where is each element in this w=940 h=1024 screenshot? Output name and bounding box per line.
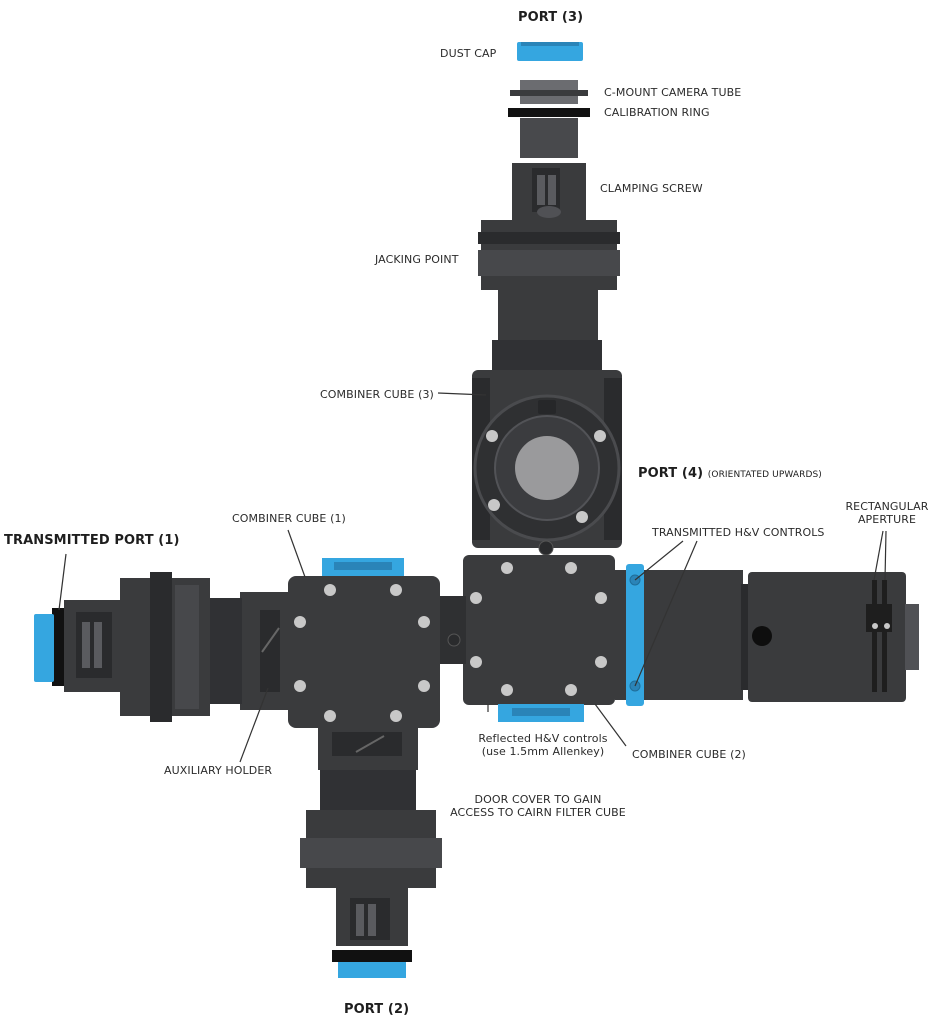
transmitted-hv-control-ring <box>626 564 644 706</box>
transmitted-port-1-cap <box>34 614 54 682</box>
transmitted-port1-label: TRANSMITTED PORT (1) <box>4 533 180 548</box>
right-branch-assembly <box>615 564 919 706</box>
port2-label: PORT (2) <box>344 1002 410 1017</box>
rectangular-aperture-label: RECTANGULAR APERTURE <box>842 500 932 526</box>
combiner-cube-3-label: COMBINER CUBE (3) <box>320 388 434 401</box>
calibration-ring-label: CALIBRATION RING <box>604 106 710 119</box>
left-branch-assembly <box>34 572 290 722</box>
transmitted-port-1-ring <box>52 608 64 686</box>
port2-ring <box>332 950 412 962</box>
port4-note: (ORIENTATED UPWARDS) <box>707 470 822 480</box>
port3-label: PORT (3) <box>518 10 584 25</box>
transmitted-hv-label: TRANSMITTED H&V CONTROLS <box>652 526 825 539</box>
door-cover-line1: DOOR COVER TO GAIN <box>474 793 602 806</box>
rectangular-aperture-line2: APERTURE <box>857 513 917 526</box>
leader-lines <box>58 392 887 763</box>
reflected-hv-line1: Reflected H&V controls <box>478 732 608 745</box>
door-cover-label: DOOR COVER TO GAIN ACCESS TO CAIRN FILTE… <box>450 793 626 819</box>
dust-cap-label: DUST CAP <box>440 47 497 60</box>
port3-assembly <box>478 42 620 370</box>
auxiliary-holder <box>260 610 280 692</box>
rectangular-aperture-line1: RECTANGULAR <box>845 500 929 513</box>
reflected-hv-label: Reflected H&V controls (use 1.5mm Allenk… <box>470 732 616 758</box>
combiner-cube-2 <box>463 555 615 722</box>
combiner-cube-3 <box>472 370 622 556</box>
dust-cap <box>517 42 583 61</box>
calibration-ring <box>508 108 590 117</box>
auxiliary-holder-label: AUXILIARY HOLDER <box>164 764 273 777</box>
port2-assembly <box>300 728 442 978</box>
combiner-cube-1 <box>288 558 440 728</box>
reflected-hv-line2: (use 1.5mm Allenkey) <box>481 745 605 758</box>
door-cover-line2: ACCESS TO CAIRN FILTER CUBE <box>450 806 626 819</box>
jacking-point-label: JACKING POINT <box>375 253 459 266</box>
combiner-cube-2-label: COMBINER CUBE (2) <box>632 748 746 761</box>
port2-cap <box>338 962 406 978</box>
clamping-screw-label: CLAMPING SCREW <box>600 182 703 195</box>
cmount-tube-label: C-MOUNT CAMERA TUBE <box>604 86 742 99</box>
port4-title: PORT (4) <box>638 466 704 481</box>
port4-label: PORT (4) (ORIENTATED UPWARDS) <box>638 466 822 481</box>
combiner-cube-1-label: COMBINER CUBE (1) <box>232 512 346 525</box>
circular-aperture-icon <box>515 436 579 500</box>
